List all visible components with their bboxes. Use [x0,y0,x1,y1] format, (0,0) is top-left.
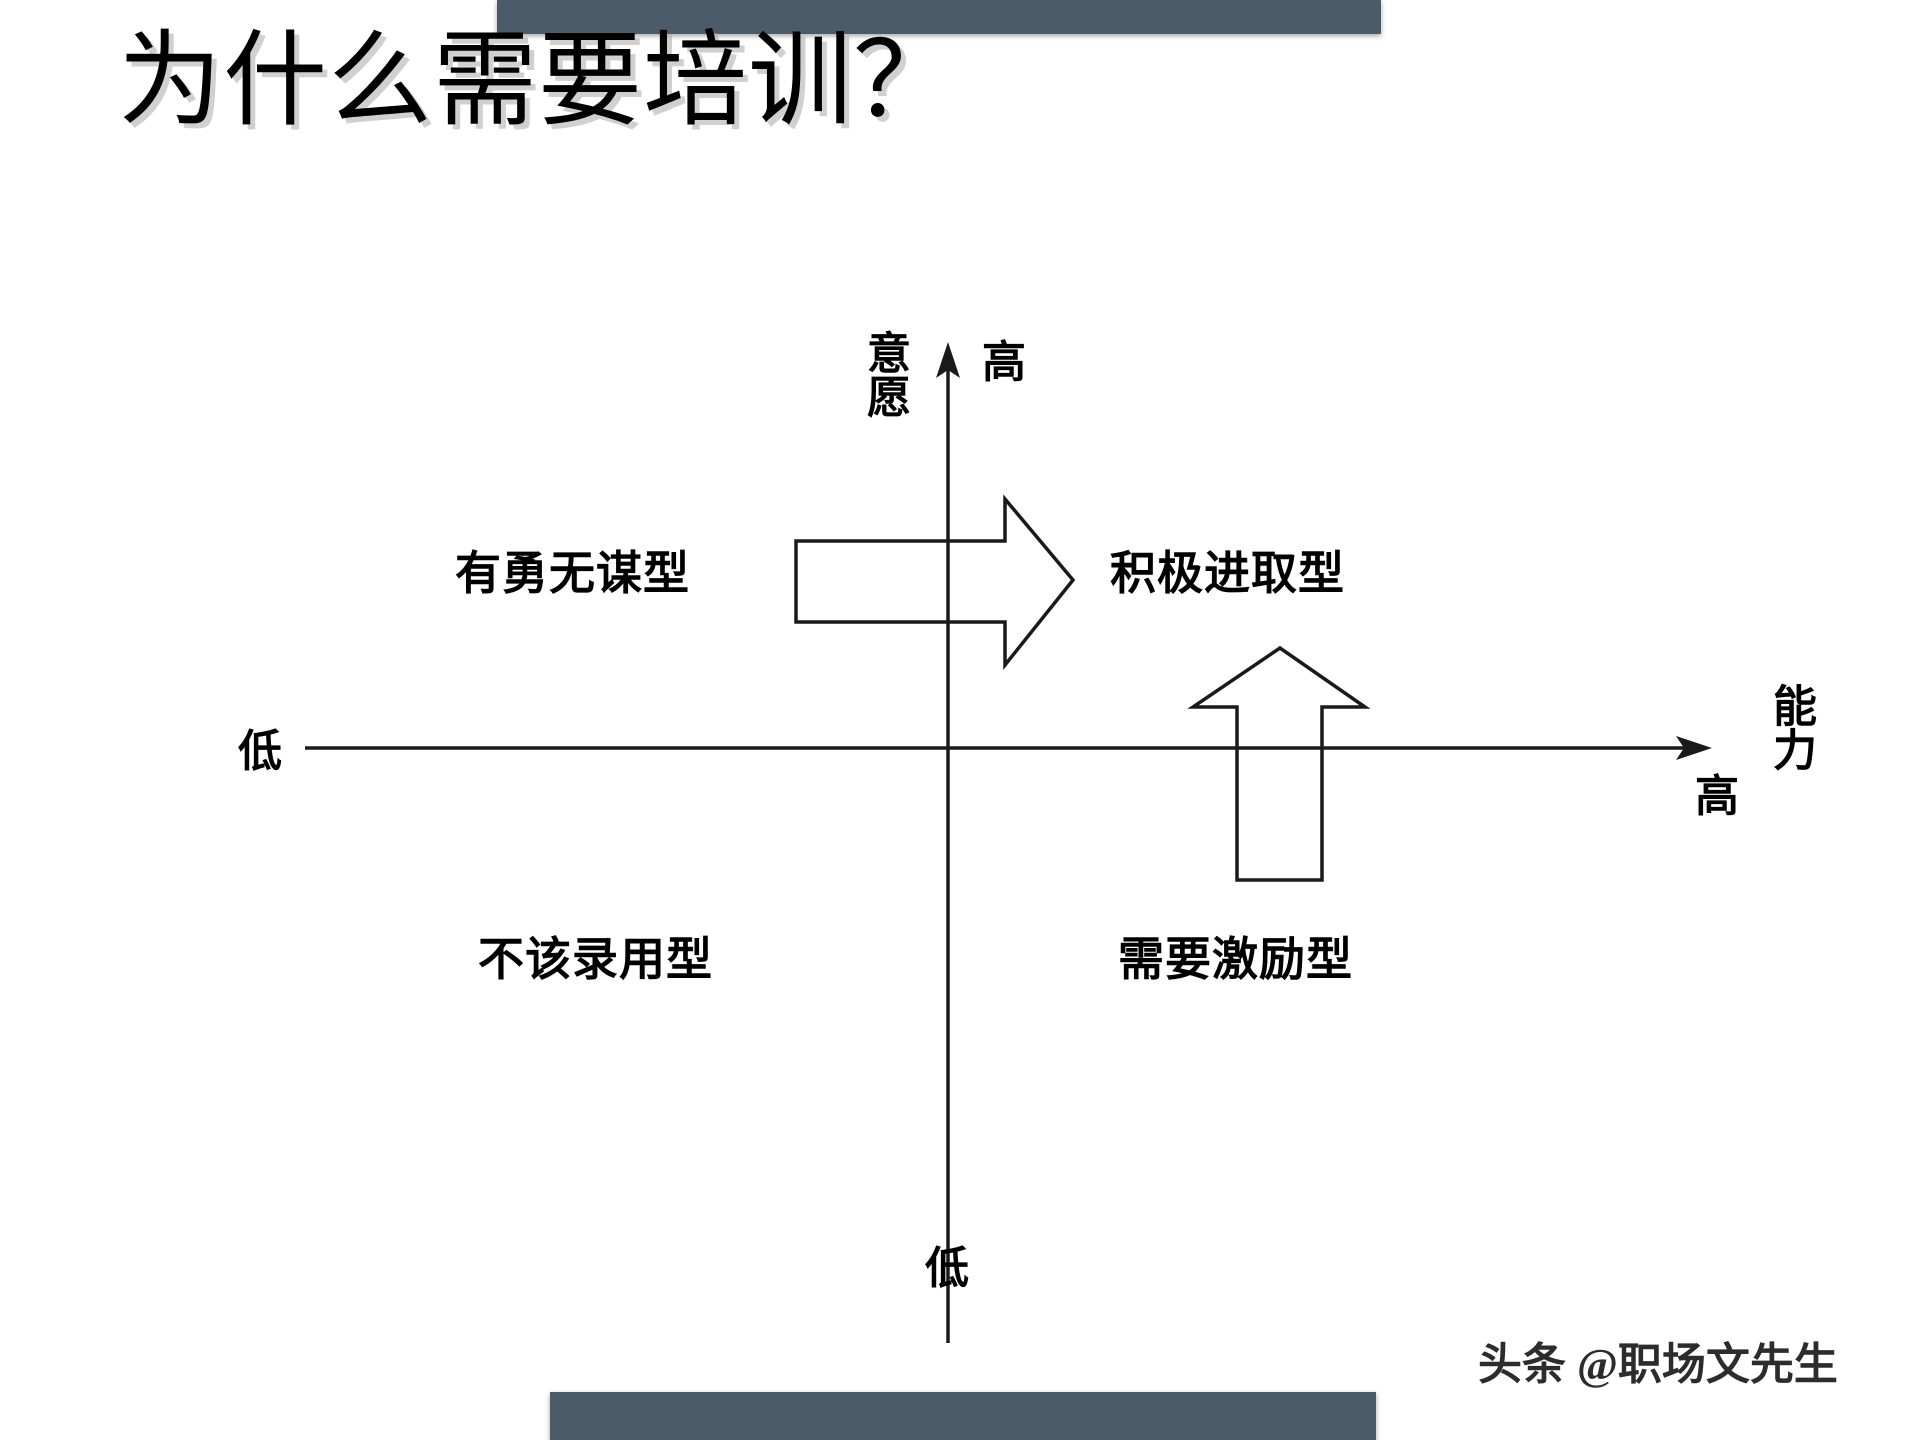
x-axis-high-label: 高 [1695,772,1739,821]
bottom-decorative-bar [550,1392,1376,1440]
x-axis-arrowhead-icon [1676,736,1712,760]
y-axis-high-label: 高 [982,338,1026,387]
x-axis-title: 能力 [1766,683,1815,771]
y-axis-arrowhead-icon [936,342,960,378]
watermark: 头条 @职场文先生 [1478,1340,1838,1389]
top-decorative-bar [497,0,1381,34]
arrow-up-icon [1187,645,1371,882]
quadrant-label-upper-left: 有勇无谋型 [455,548,690,599]
x-axis-low-label: 低 [238,727,282,776]
arrow-right-icon [794,494,1076,670]
quadrant-label-lower-right: 需要激励型 [1118,934,1353,985]
quadrant-label-lower-left: 不该录用型 [478,934,713,985]
y-axis-low-label: 低 [925,1244,969,1293]
quadrant-label-upper-right: 积极进取型 [1110,548,1345,599]
x-axis [305,736,1712,760]
page-title: 为什么需要培训？ [118,24,959,139]
y-axis-title: 意愿 [860,330,909,418]
y-axis [936,342,960,1343]
